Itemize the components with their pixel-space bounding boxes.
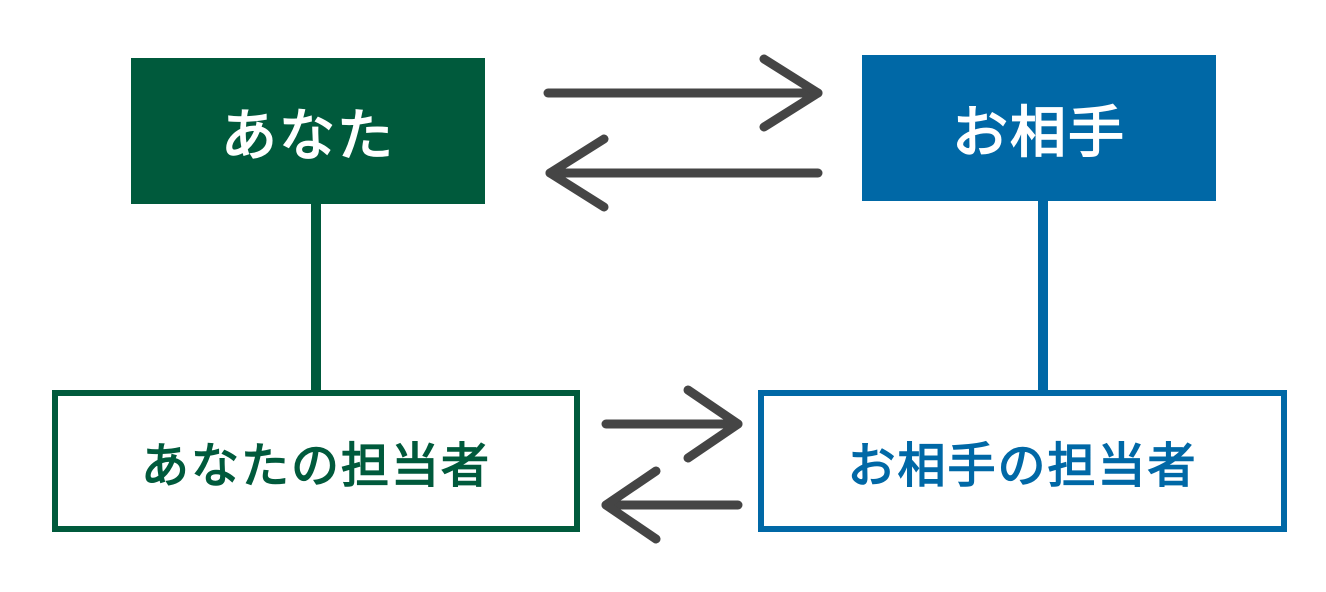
arrow-you-rep-to-partner-rep [601,385,743,463]
node-partner-label: お相手 [952,100,1126,166]
arrow-partner-rep-to-you-rep [601,466,743,544]
node-you: あなた [131,58,485,204]
arrow-partner-to-you [545,134,823,212]
node-you-rep: あなたの担当者 [52,390,580,532]
arrow-you-to-partner [543,54,823,132]
node-partner-rep-label: お相手の担当者 [847,438,1198,494]
node-partner: お相手 [862,55,1216,201]
node-you-label: あなた [221,103,395,169]
node-you-rep-label: あなたの担当者 [140,438,491,494]
node-partner-rep: お相手の担当者 [758,390,1287,532]
